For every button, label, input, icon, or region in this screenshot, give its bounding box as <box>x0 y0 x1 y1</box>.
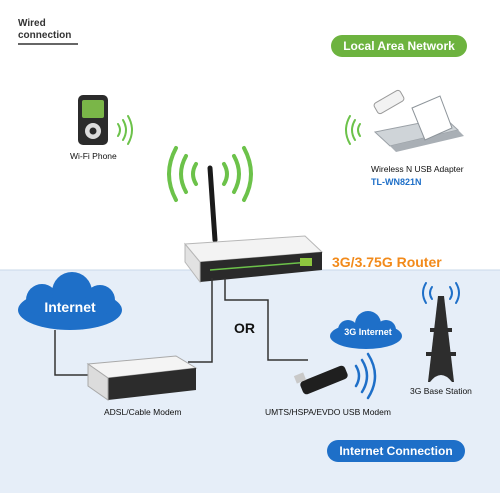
laptop-wifi-waves-icon <box>345 115 361 145</box>
usb-adapter-model-label: TL-WN821N <box>371 177 422 187</box>
router-icon <box>183 165 324 284</box>
usb-modem-icon <box>293 365 348 395</box>
legend-line2: connection <box>18 30 72 41</box>
3g-internet-cloud-label: 3G Internet <box>344 327 392 337</box>
wired-connection-legend: Wired connection <box>18 18 71 42</box>
usb-adapter-icon <box>373 89 405 115</box>
lan-zone-label: Local Area Network <box>331 35 467 57</box>
3g-internet-cloud-icon <box>330 311 402 349</box>
base-station-waves-icon <box>422 282 460 304</box>
or-connector: OR <box>234 320 255 336</box>
internet-cloud-label: Internet <box>44 299 96 315</box>
router-wifi-waves-icon <box>167 146 253 202</box>
cloud-to-modem-wire <box>54 330 100 376</box>
router-to-usb-modem-wire <box>224 278 308 361</box>
base-station-label: 3G Base Station <box>410 386 472 396</box>
internet-cloud-icon <box>18 272 122 330</box>
router-title: 3G/3.75G Router <box>332 254 442 270</box>
adsl-modem-icon <box>86 355 198 401</box>
wifi-phone-label: Wi-Fi Phone <box>70 151 117 161</box>
laptop-icon <box>373 95 464 152</box>
usb-adapter-label: Wireless N USB Adapter <box>371 164 464 174</box>
wifi-phone-icon <box>78 95 108 145</box>
phone-wifi-waves-icon <box>117 115 133 145</box>
base-station-tower-icon <box>426 296 456 382</box>
internet-zone-label: Internet Connection <box>327 440 465 462</box>
legend-line1: Wired <box>18 18 46 29</box>
usb-modem-waves-icon <box>354 352 377 400</box>
usb-modem-label: UMTS/HSPA/EVDO USB Modem <box>265 407 391 417</box>
adsl-modem-label: ADSL/Cable Modem <box>104 407 182 417</box>
modem-to-router-wire <box>188 278 213 363</box>
